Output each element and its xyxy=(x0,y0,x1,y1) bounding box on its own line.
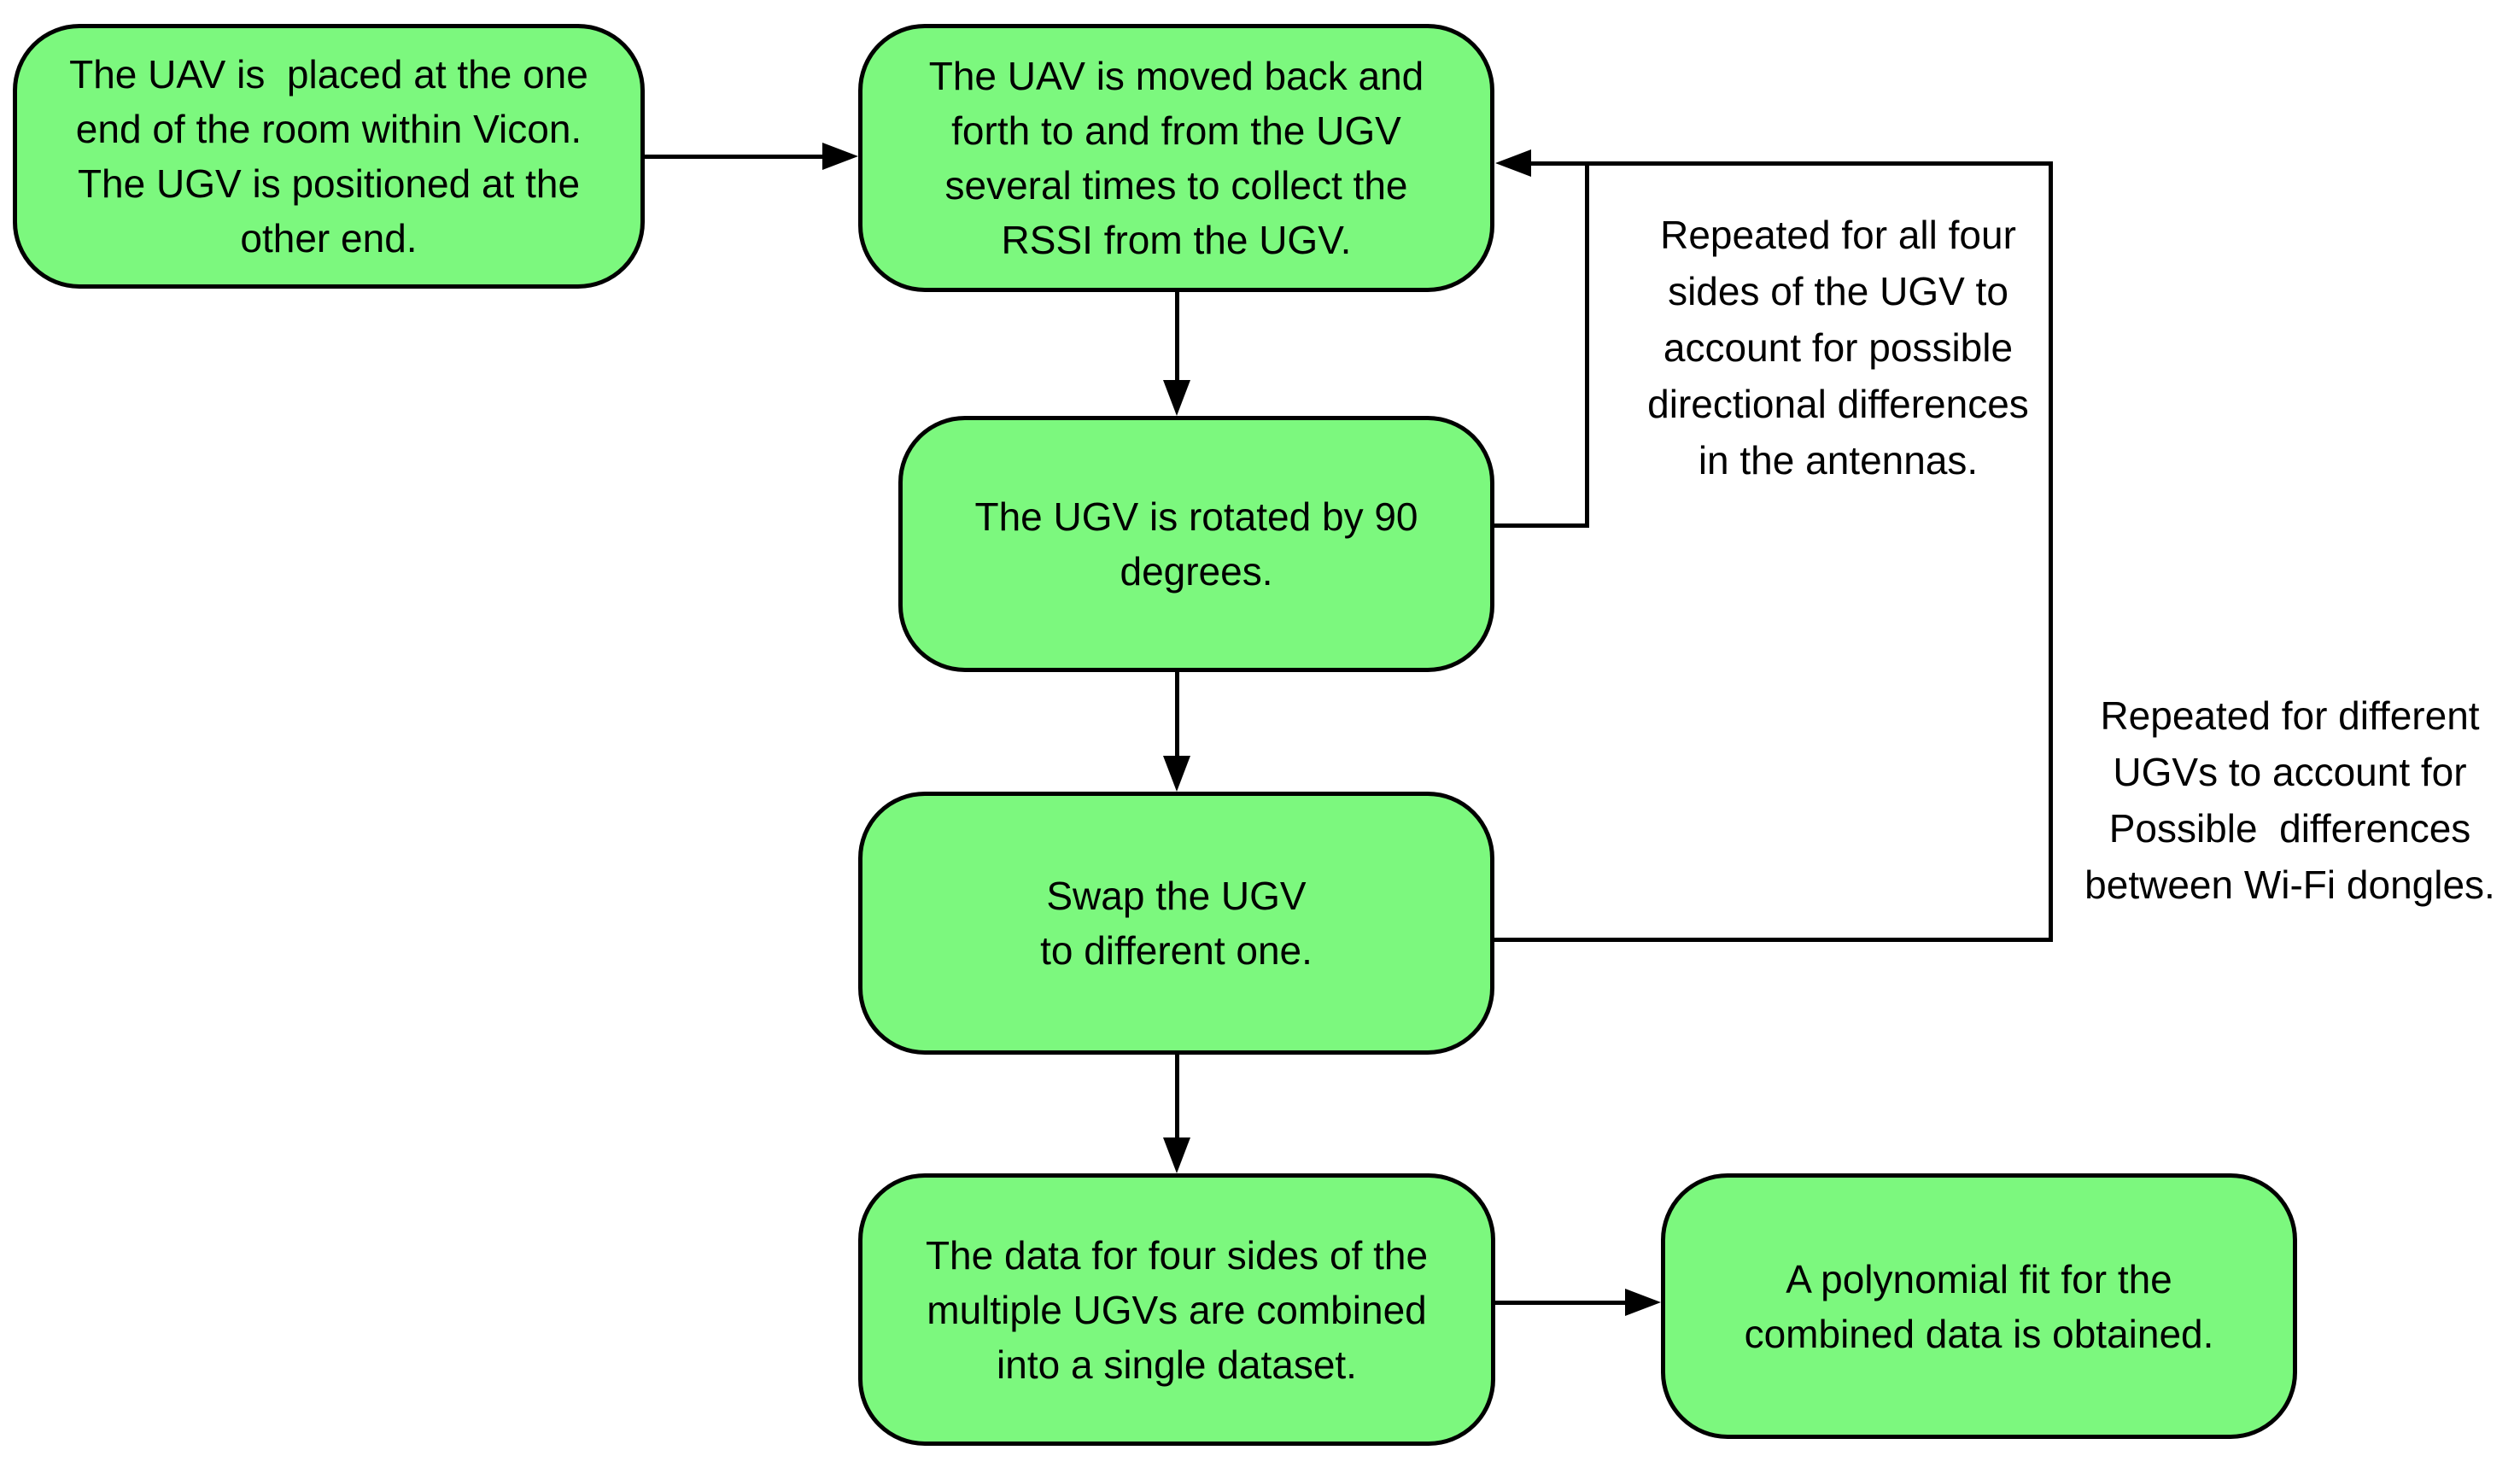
arrowhead-right-icon xyxy=(822,143,858,170)
loop1-vertical xyxy=(1585,161,1589,528)
arrowhead-down-icon xyxy=(1163,1137,1190,1173)
arrowhead-down-icon xyxy=(1163,756,1190,792)
loop-label-different-ugvs: Repeated for different UGVs to account f… xyxy=(2084,693,2495,907)
node-swap-ugv: Swap the UGV to different one. xyxy=(858,792,1494,1055)
node-collect-rssi: The UAV is moved back and forth to and f… xyxy=(858,24,1494,292)
node-polynomial-fit: A polynomial fit for the combined data i… xyxy=(1661,1173,2297,1439)
connector-collect-to-rotate xyxy=(1175,292,1179,382)
connector-place-to-collect xyxy=(645,155,826,159)
loop2-horizontal-bottom xyxy=(1494,938,2053,942)
loop2-vertical xyxy=(2049,161,2053,942)
connector-rotate-to-swap xyxy=(1175,672,1179,757)
node-combine-data: The data for four sides of the multiple … xyxy=(858,1173,1495,1446)
arrowhead-right-icon xyxy=(1625,1289,1661,1316)
arrowhead-left-icon xyxy=(1495,149,1531,177)
loop1-horizontal-bottom xyxy=(1494,523,1589,528)
loop-horizontal-top xyxy=(1531,161,2053,166)
loop-label-four-sides: Repeated for all four sides of the UGV t… xyxy=(1647,213,2029,482)
connector-combine-to-fit xyxy=(1495,1301,1628,1305)
connector-swap-to-combine xyxy=(1175,1055,1179,1139)
arrowhead-down-icon xyxy=(1163,380,1190,416)
node-rotate-ugv: The UGV is rotated by 90 degrees. xyxy=(898,416,1494,672)
node-place-uav: The UAV is placed at the one end of the … xyxy=(13,24,645,289)
